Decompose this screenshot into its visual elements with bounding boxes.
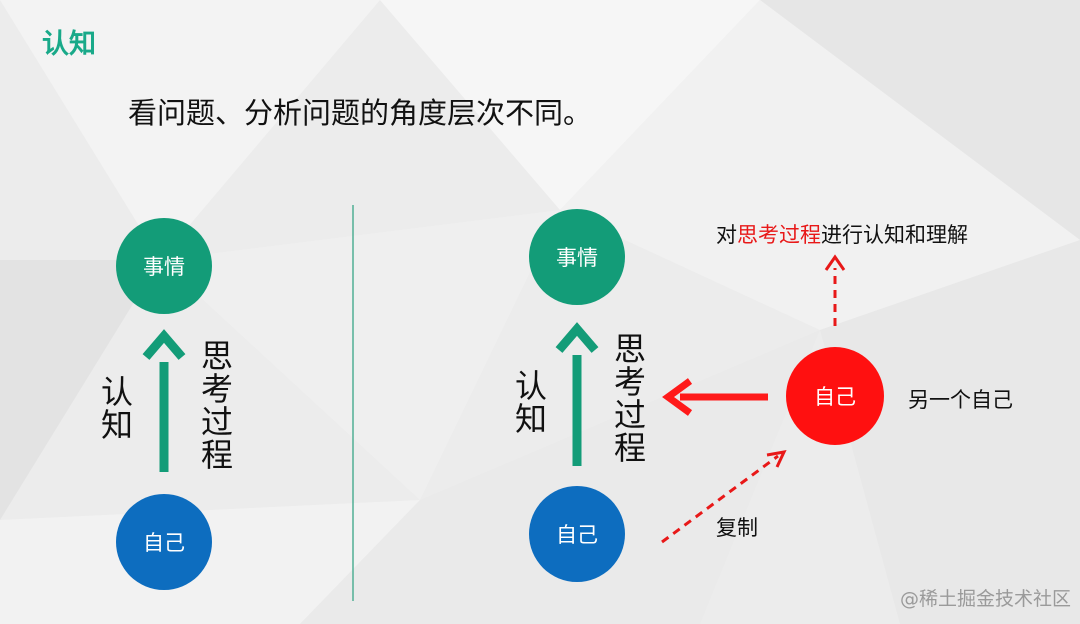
right-top-node: 事情 [529,209,625,305]
other-self-label: 另一个自己 [908,388,1013,412]
right-up-arrow [555,322,599,466]
other-self-node: 自己 [786,347,884,445]
copy-label: 复制 [716,516,758,540]
dashed-copy-arrow [661,450,787,544]
dashed-up-arrow [824,254,846,326]
left-thinking-label: 思考过程 [200,337,233,474]
left-top-node: 事情 [116,218,212,314]
reflect-caption: 对思考过程进行认知和理解 [716,219,968,249]
right-bottom-node: 自己 [529,486,625,582]
reflect-highlight: 思考过程 [737,223,821,247]
right-top-node-label: 事情 [556,246,598,270]
watermark: @稀土掘金技术社区 [900,588,1072,610]
slide-subtitle: 看问题、分析问题的角度层次不同。 [128,96,593,130]
red-left-arrow [662,378,768,416]
section-divider [352,205,354,601]
right-bottom-node-label: 自己 [556,523,598,547]
left-bottom-node: 自己 [116,494,212,590]
left-bottom-node-label: 自己 [143,531,185,555]
slide-title: 认知 [42,29,96,60]
right-thinking-label: 思考过程 [613,330,646,467]
left-cognition-label: 认知 [100,373,133,444]
left-up-arrow [142,329,186,472]
left-top-node-label: 事情 [143,255,185,279]
reflect-prefix: 对 [716,223,737,247]
reflect-suffix: 进行认知和理解 [821,223,968,247]
right-cognition-label: 认知 [514,367,547,438]
other-self-node-label: 自己 [814,385,856,409]
